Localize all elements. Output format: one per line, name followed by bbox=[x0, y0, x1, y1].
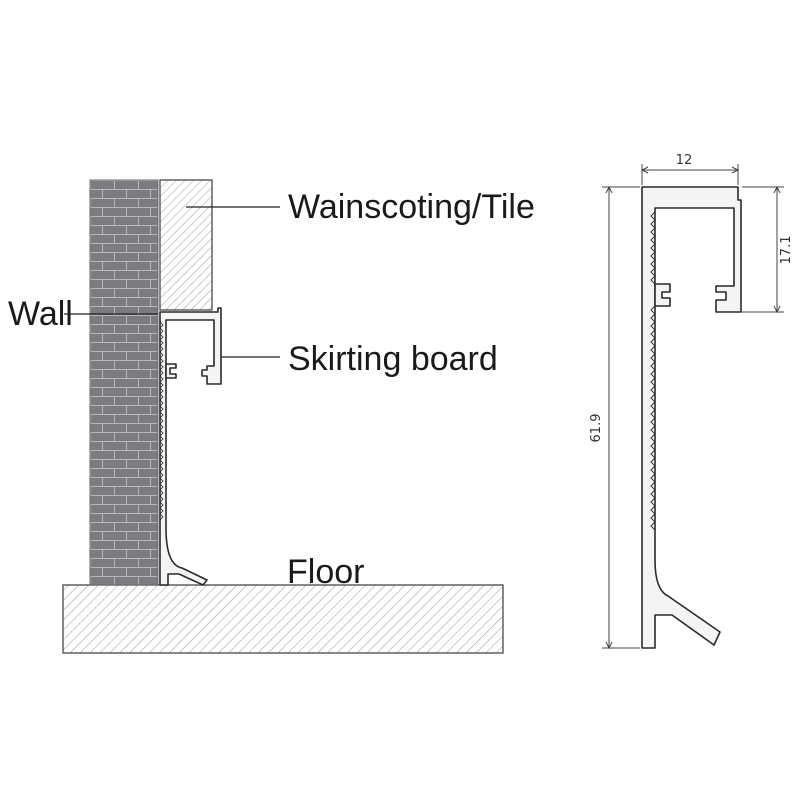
wainscoting-tile-block bbox=[159, 179, 213, 311]
skirting-clip-large bbox=[654, 283, 671, 307]
floor-label: Floor bbox=[287, 553, 364, 591]
total-height-label: 61.9 bbox=[589, 414, 604, 443]
upper-height-label: 17.1 bbox=[779, 236, 794, 265]
profile-view bbox=[602, 164, 784, 650]
floor-slab bbox=[62, 584, 504, 654]
skirting-clip-small bbox=[165, 363, 177, 379]
skirting-profile-small bbox=[159, 307, 222, 586]
skirting-serration-large bbox=[650, 211, 656, 531]
top-width-label: 12 bbox=[676, 153, 693, 168]
skirting-label: Skirting board bbox=[288, 340, 498, 378]
skirting-serration-small bbox=[159, 321, 164, 521]
skirting-profile-large bbox=[641, 186, 742, 649]
wall-label: Wall bbox=[8, 295, 73, 333]
wall-block bbox=[89, 179, 159, 586]
wainscoting-label: Wainscoting/Tile bbox=[288, 188, 535, 226]
section-view bbox=[62, 179, 504, 654]
